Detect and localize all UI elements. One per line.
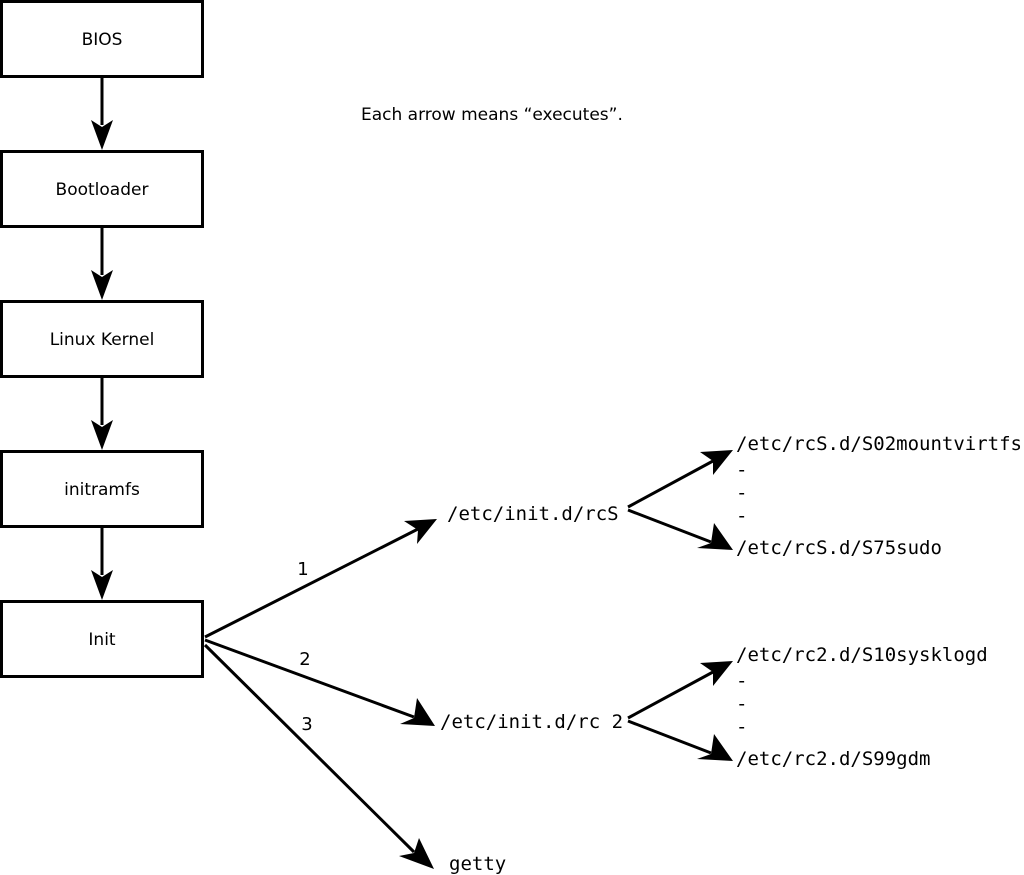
label-rc2-ellipsis-3: - [736,716,747,738]
caption-executes: Each arrow means “executes”. [361,105,623,125]
label-rc2-ellipsis-1: - [736,670,747,692]
label-rcs-last-script: /etc/rcS.d/S75sudo [736,537,942,559]
node-bios-label: BIOS [82,30,123,50]
arrow-number-1: 1 [297,559,308,580]
label-rcs-ellipsis-1: - [736,459,747,481]
chain-connectors [91,76,113,600]
label-rcs-first-script: /etc/rcS.d/S02mountvirtfs [736,433,1022,455]
init-fanout-arrows [203,519,437,869]
arrowhead-initramfs-to-init [91,570,113,600]
arrow-init-to-rc2 [204,638,415,719]
node-bios-rect [0,0,204,78]
label-rc2-ellipsis-2: - [736,693,747,715]
node-initramfs: initramfs [0,450,204,528]
label-etc-initd-rcs: /etc/init.d/rcS [447,503,619,525]
node-bootloader: Bootloader [0,150,204,228]
arrow-number-3: 3 [301,714,312,735]
label-etc-initd-rc2: /etc/init.d/rc 2 [440,711,623,733]
label-rc2-last-script: /etc/rc2.d/S99gdm [736,748,930,770]
node-init-rect [0,600,204,678]
rcs-branch-arrows [627,450,733,550]
node-bootloader-rect [0,150,204,228]
arrowhead-kernel-to-initramfs [91,420,113,450]
node-linux-kernel: Linux Kernel [0,300,204,378]
node-initramfs-label: initramfs [64,480,140,500]
arrowhead-rc2-to-last-script [697,734,733,761]
arrowhead-rc2-to-first-script [700,661,733,686]
node-linux-kernel-label: Linux Kernel [50,330,155,350]
node-initramfs-rect [0,450,204,528]
node-linux-kernel-rect [0,300,204,378]
arrowhead-bios-to-bootloader [91,120,113,150]
label-rc2-first-script: /etc/rc2.d/S10sysklogd [736,644,988,666]
arrow-rc2-to-first-script [627,670,714,720]
node-init: Init [0,600,204,678]
arrowhead-rcs-to-first-script [700,450,733,475]
node-bios: BIOS [0,0,204,78]
rc2-branch-arrows [627,661,733,761]
label-rcs-ellipsis-3: - [736,505,747,527]
arrow-init-to-rcs [204,527,419,639]
label-getty: getty [449,853,506,875]
arrow-init-to-getty [203,643,416,854]
arrowhead-rcs-to-last-script [697,523,733,550]
arrow-rcs-to-first-script [627,459,714,509]
arrowhead-bootloader-to-kernel [91,270,113,300]
arrow-rcs-to-last-script [627,508,712,544]
arrow-rc2-to-last-script [627,719,712,755]
label-rcs-ellipsis-2: - [736,482,747,504]
arrowhead-init-to-rc2 [400,698,435,726]
node-bootloader-label: Bootloader [56,180,149,200]
arrowhead-init-to-rcs [404,519,437,544]
arrowhead-init-to-getty [399,838,434,869]
node-init-label: Init [88,630,116,650]
arrow-number-2: 2 [299,649,310,670]
